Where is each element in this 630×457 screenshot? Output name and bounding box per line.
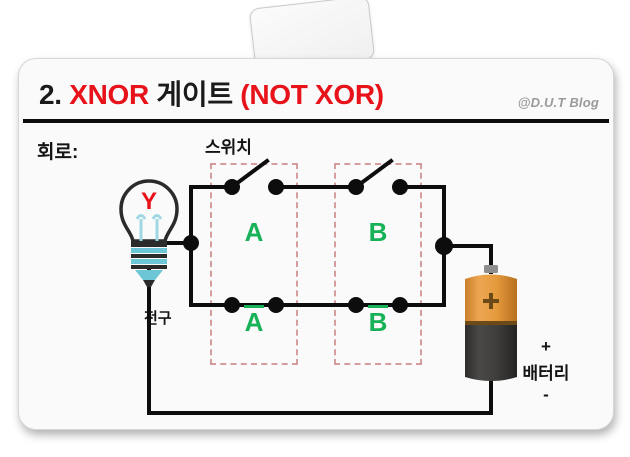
bulb-output-label: Y bbox=[141, 188, 157, 215]
bulb-filament bbox=[135, 214, 163, 241]
node-bulb-junction bbox=[183, 235, 199, 251]
gate-label-not-b: B bbox=[348, 305, 408, 335]
slide-header: 2. XNOR 게이트 (NOT XOR) @D.U.T Blog bbox=[19, 59, 613, 123]
gate-label-a: A bbox=[244, 217, 264, 247]
battery-plus-label: + bbox=[541, 337, 551, 356]
battery bbox=[465, 265, 517, 381]
node-b-bottom-right bbox=[392, 297, 408, 313]
node-a-bottom-right bbox=[268, 297, 284, 313]
circuit-section-label: 회로: bbox=[37, 142, 79, 163]
page-title: 2. XNOR 게이트 (NOT XOR) bbox=[39, 73, 384, 113]
bulb-glass bbox=[119, 179, 179, 243]
title-part-notxor: (NOT XOR) bbox=[240, 79, 384, 110]
overbar-a bbox=[244, 305, 264, 308]
switch-group-label: 스위치 bbox=[205, 138, 252, 157]
title-divider bbox=[23, 119, 609, 123]
node-a-bottom-left bbox=[224, 297, 240, 313]
battery-divider bbox=[465, 321, 517, 325]
light-bulb: Y bbox=[119, 179, 179, 287]
overbar-b bbox=[368, 305, 388, 308]
node-b-top-right bbox=[392, 179, 408, 195]
title-part-xnor: XNOR bbox=[69, 79, 157, 110]
battery-minus-label: - bbox=[543, 385, 549, 404]
bulb-base bbox=[131, 241, 167, 287]
watermark: @D.U.T Blog bbox=[517, 95, 599, 110]
node-a-top-left bbox=[224, 179, 240, 195]
node-a-top-right bbox=[268, 179, 284, 195]
node-b-top-left bbox=[348, 179, 364, 195]
battery-name-label: 배터리 bbox=[522, 364, 570, 383]
node-b-bottom-left bbox=[348, 297, 364, 313]
battery-terminal bbox=[484, 265, 498, 273]
switch-group-box-a bbox=[210, 163, 298, 365]
title-part-gate: 게이트 bbox=[156, 79, 241, 110]
gate-label-not-b-text: B bbox=[368, 307, 388, 337]
circuit-diagram: 회로: 스위치 전구 bbox=[19, 123, 613, 429]
gate-label-not-a: A bbox=[224, 305, 284, 335]
title-part-number: 2. bbox=[39, 79, 70, 110]
circuit-nodes bbox=[183, 179, 453, 313]
gate-label-not-a-text: A bbox=[244, 307, 264, 337]
battery-plus-symbol bbox=[483, 293, 499, 309]
battery-bottom-half bbox=[465, 325, 517, 381]
node-collector bbox=[435, 237, 453, 255]
slide-card: 2. XNOR 게이트 (NOT XOR) @D.U.T Blog 회로: 스위… bbox=[18, 58, 614, 430]
switch-group-box-b bbox=[334, 163, 422, 365]
gate-label-b: B bbox=[368, 217, 388, 247]
circuit-wiring: Y bbox=[119, 158, 517, 415]
